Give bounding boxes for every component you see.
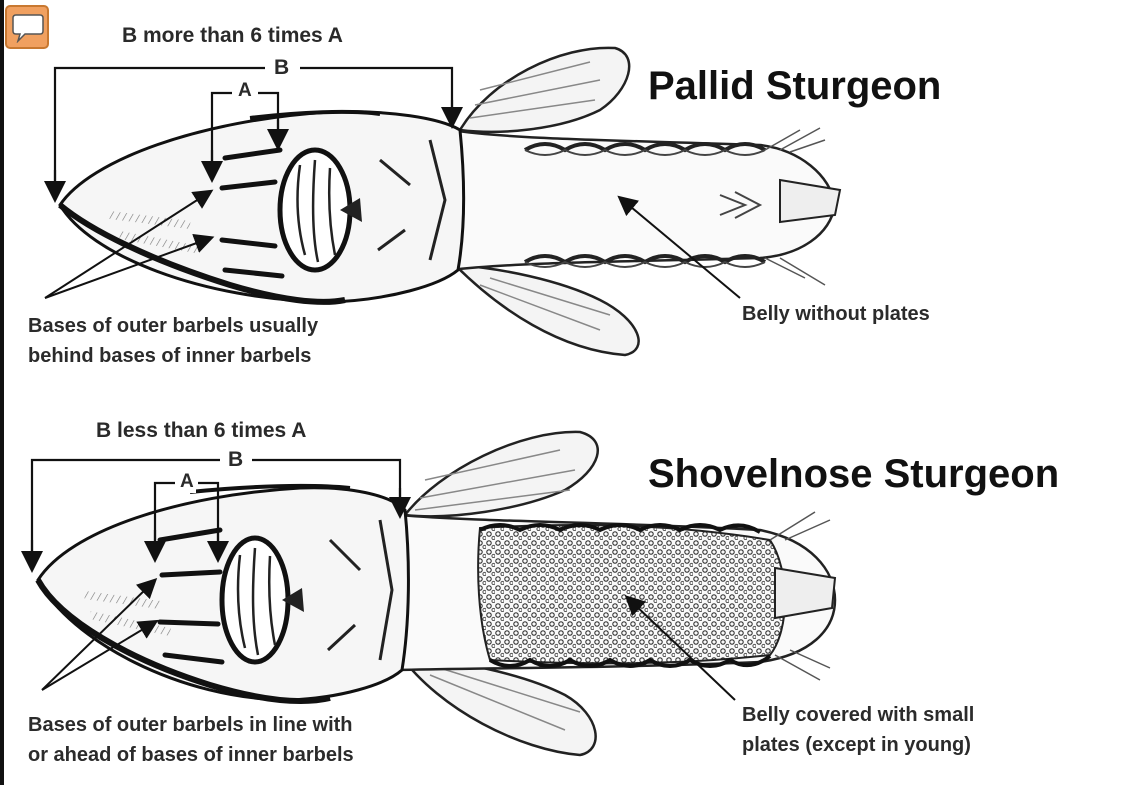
pallid-a-label: A xyxy=(236,80,254,102)
shovelnose-barbel-note: Bases of outer barbels in line with or a… xyxy=(28,710,354,770)
shovelnose-ratio-label: B less than 6 times A xyxy=(96,419,306,443)
shovelnose-barbel-note-line1: Bases of outer barbels in line with xyxy=(28,710,354,740)
pallid-upper-fin xyxy=(460,48,629,132)
pallid-barbel-note-line2: behind bases of inner barbels xyxy=(28,341,318,371)
shovelnose-belly-note-line2: plates (except in young) xyxy=(742,730,974,760)
pallid-belly-note: Belly without plates xyxy=(742,299,930,329)
shovelnose-plated-belly xyxy=(478,525,785,663)
pallid-barbel-note-line1: Bases of outer barbels usually xyxy=(28,311,318,341)
pallid-barbel-note: Bases of outer barbels usually behind ba… xyxy=(28,311,318,371)
pallid-ratio-label: B more than 6 times A xyxy=(122,24,343,48)
shovelnose-barbel-note-line2: or ahead of bases of inner barbels xyxy=(28,740,354,770)
pallid-b-label: B xyxy=(272,56,291,80)
shovelnose-belly-note: Belly covered with small plates (except … xyxy=(742,700,974,760)
shovelnose-title: Shovelnose Sturgeon xyxy=(648,452,1059,497)
shovelnose-b-label: B xyxy=(226,448,245,472)
shovelnose-upper-fin xyxy=(405,432,598,516)
shovelnose-a-label: A xyxy=(178,471,196,493)
pallid-title: Pallid Sturgeon xyxy=(648,64,941,109)
pallid-b-bracket-right xyxy=(300,68,452,112)
shovelnose-belly-note-line1: Belly covered with small xyxy=(742,700,974,730)
